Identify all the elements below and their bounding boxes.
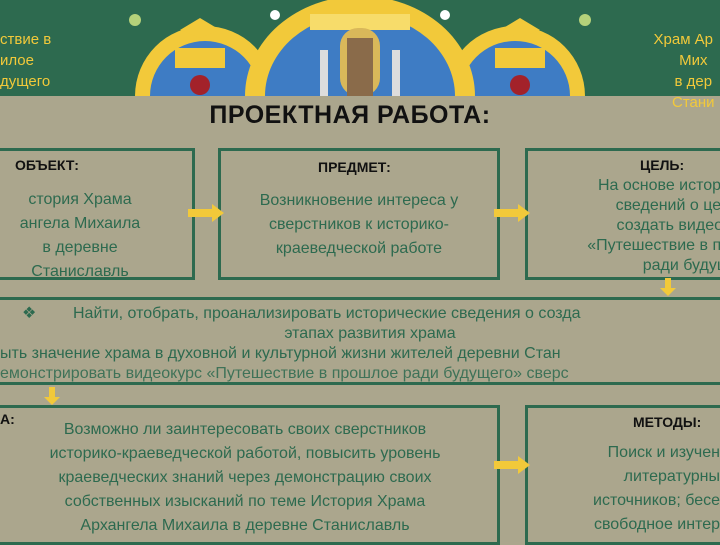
text-line: сверстников к историко- [269, 216, 449, 233]
task-line: Найти, отобрать, проанализировать истори… [73, 305, 581, 322]
task-line: ыть значение храма в духовной и культурн… [0, 345, 561, 362]
text-line: Станиславль [31, 263, 129, 280]
header-left-line: дущего [0, 73, 51, 90]
header-right-text: Храм Ар Мих в дер Стани [652, 29, 715, 113]
goal-label: ЦЕЛЬ: [640, 157, 685, 173]
header-left-line: илое [0, 52, 34, 69]
text-line: стория Храма [28, 191, 132, 208]
text-line: ангела Михаила [19, 215, 141, 232]
task-line: емонстрировать видеокурс «Путешествие в … [0, 365, 569, 382]
text-line: источников; бесе [593, 492, 720, 509]
text-line: собственных изысканий по теме История Хр… [64, 493, 426, 510]
text-line: краеведческой работе [275, 240, 443, 257]
header-left-line: ствие в [0, 31, 52, 48]
object-text: стория Храма ангела Михаила в деревне Ст… [0, 188, 170, 284]
arrow-down-icon [660, 278, 676, 296]
header-right-line: Стани [672, 94, 715, 111]
arrow-right-icon [188, 204, 224, 222]
text-line: литературны [623, 468, 720, 485]
subject-text: Возникновение интереса у сверстников к и… [218, 189, 500, 261]
hypothesis-text: Возможно ли заинтересовать своих сверстн… [0, 418, 500, 538]
church-ornament-image [129, 0, 591, 96]
text-line: краеведческих знаний через демонстрацию … [58, 469, 432, 486]
divider [0, 382, 720, 385]
text-line: историко-краеведческой работой, повысить… [49, 445, 441, 462]
arrow-down-icon [44, 387, 60, 405]
header-right-line: в дер [674, 73, 713, 90]
text-line: Возникновение интереса у [259, 192, 459, 209]
header-right-line: Храм Ар [653, 31, 714, 48]
text-line: свободное интер [593, 516, 720, 533]
task-line: этапах развития храма [284, 325, 456, 342]
text-line: создать видеок [616, 217, 720, 234]
subject-label: ПРЕДМЕТ: [318, 159, 391, 175]
header-right-line: Мих [679, 52, 708, 69]
goal-text: На основе истори сведений о цер создать … [530, 176, 720, 276]
text-line: сведений о цер [615, 197, 720, 214]
text-line: в деревне [42, 239, 118, 256]
text-line: На основе истори [597, 177, 720, 194]
hypothesis-label: А: [0, 411, 15, 427]
methods-text: Поиск и изучен литературны источников; б… [530, 441, 720, 537]
object-label: ОБЪЕКТ: [15, 157, 79, 173]
methods-label: МЕТОДЫ: [633, 414, 702, 430]
text-line: «Путешествие в пр [587, 237, 720, 254]
text-line: ради будущ [642, 257, 720, 274]
page-title: ПРОЕКТНАЯ РАБОТА: [209, 101, 491, 129]
text-line: Архангела Михаила в деревне Станиславль [80, 517, 410, 534]
arrow-right-icon [494, 204, 530, 222]
text-line: Возможно ли заинтересовать своих сверстн… [63, 421, 427, 438]
bullet-icon: ❖ [22, 305, 37, 322]
tasks-box [0, 297, 720, 385]
arrow-right-icon [494, 456, 530, 474]
header-left-text: ствие в илое дущего [0, 29, 51, 92]
text-line: Поиск и изучен [607, 444, 720, 461]
